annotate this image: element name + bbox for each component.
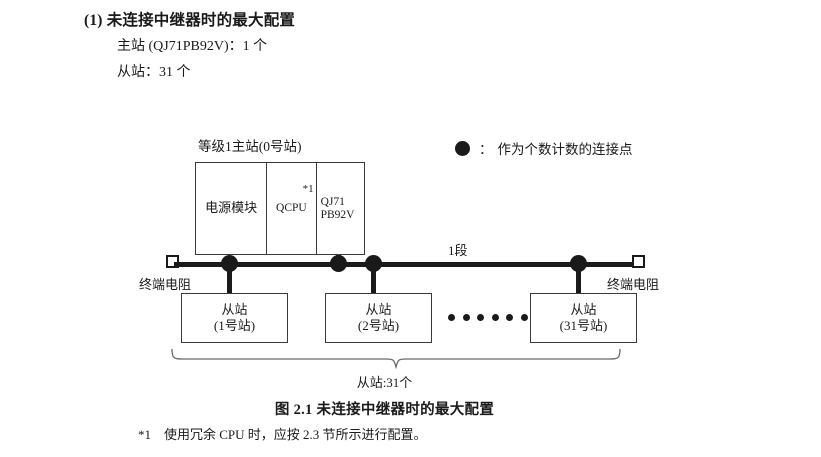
slot-qj71pb92v: QJ71 PB92V [315,163,364,254]
segment-label: 1段 [448,243,468,258]
bus-tap-line-3 [371,262,376,294]
terminator-right-icon [632,255,645,268]
slave-total-label-wrap: 从站:31个 [0,372,821,391]
slave-station-1-number: (1号站) [213,318,256,333]
bus-line [174,262,635,267]
section-title: 未连接中继器时的最大配置 [106,12,296,29]
ellipsis-dot [506,314,513,321]
bus-node-dot-2 [330,255,347,272]
spec-slave-count: 从站：31 个 [117,65,191,80]
bus-tap-line-4 [576,262,581,294]
terminator-right-label: 终端电阻 [607,277,660,292]
slot-qj71pb92v-label-line1: QJ71 [320,195,345,208]
slave-station-31-number: (31号站) [559,318,608,333]
section-number: (1) [84,12,103,29]
figure-caption: 图 2.1 未连接中继器时的最大配置 [274,402,495,418]
slot-qj71pb92v-label: QJ71 PB92V [317,196,364,222]
slave-station-31-name: 从站 [570,302,597,318]
slave-station-2: 从站 (2号站) [325,293,432,343]
ellipsis-dots [448,314,528,321]
slave-total-label: 从站:31个 [356,375,413,390]
ellipsis-dot [520,314,528,321]
ellipsis-dot [462,314,470,321]
slave-station-1: 从站 (1号站) [181,293,288,343]
footnote-text: 使用冗余 CPU 时，应按 2.3 节所示进行配置。 [164,427,427,442]
legend-separator: ： [479,142,493,157]
slot-qcpu: QCPU *1 [266,163,315,254]
footnote: *1 使用冗余 CPU 时，应按 2.3 节所示进行配置。 [138,424,427,443]
legend: ： 作为个数计数的连接点 [455,138,633,158]
filled-circle-icon [455,140,470,156]
slave-station-31: 从站 (31号站) [530,293,637,343]
ellipsis-dot [491,314,499,321]
legend-label: 作为个数计数的连接点 [497,142,633,157]
terminator-left-label: 终端电阻 [139,277,192,292]
slot-power-supply-label: 电源模块 [205,200,258,216]
bus-tap-line-1 [227,262,232,294]
slave-station-2-number: (2号站) [357,318,400,333]
footnote-mark: *1 [138,427,151,442]
slave-station-2-name: 从站 [365,302,392,318]
slot-power-supply: 电源模块 [196,163,266,254]
slave-group-brace [171,348,621,369]
spec-master-count: 主站 (QJ71PB92V)：1 个 [117,39,268,54]
ellipsis-dot [477,314,484,321]
slave-station-1-name: 从站 [221,302,248,318]
section-heading: (1)未连接中继器时的最大配置 [84,8,295,30]
slot-qj71pb92v-label-line2: PB92V [320,208,355,221]
slot-qcpu-label: QCPU [276,202,307,215]
ellipsis-dot [448,314,455,321]
master-station-caption: 等级1主站(0号站) [198,139,302,154]
figure-caption-wrap: 图 2.1 未连接中继器时的最大配置 [0,398,821,419]
slot-qcpu-footmark: *1 [302,183,314,195]
master-station-rack: 电源模块 QCPU *1 QJ71 PB92V [195,162,365,255]
